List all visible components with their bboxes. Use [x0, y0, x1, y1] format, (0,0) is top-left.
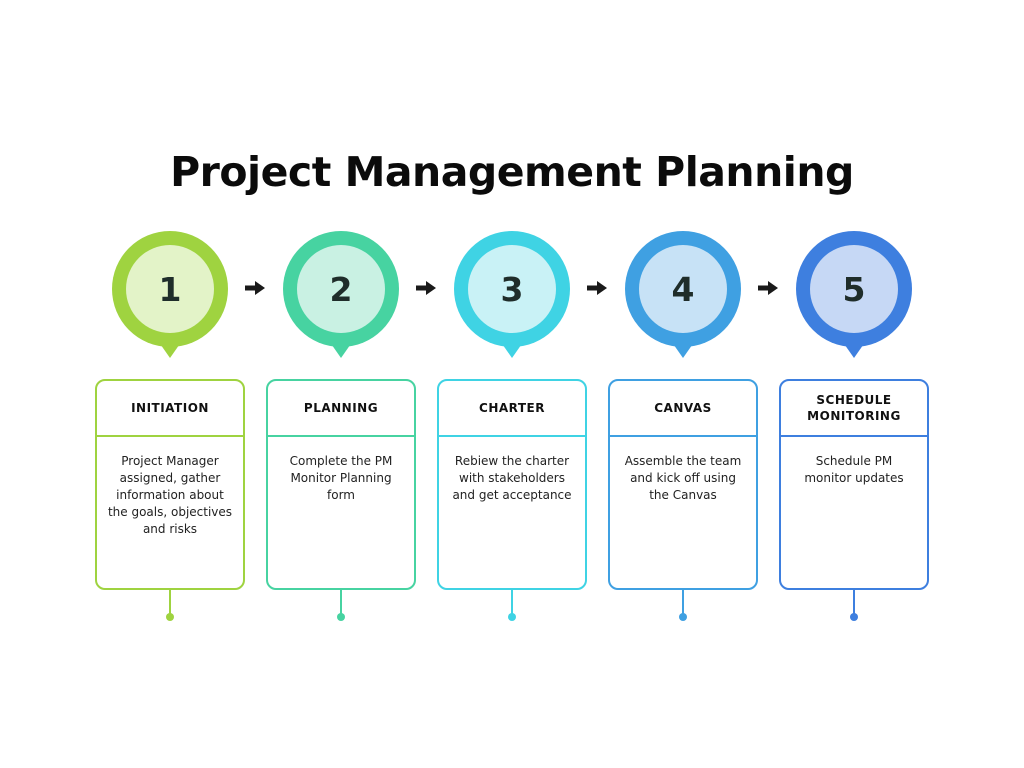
step-3-heading: CHARTER: [439, 381, 585, 437]
step-planning: 2 PLANNING Complete the PM Monitor Plann…: [266, 0, 416, 768]
step-charter: 3 CHARTER Rebiew the charter with stakeh…: [437, 0, 587, 768]
page-title: Project Management Planning: [170, 148, 854, 196]
step-3-dot: [508, 613, 516, 621]
step-2-dot: [337, 613, 345, 621]
step-1-marker: 1: [112, 231, 228, 347]
step-4-heading: CANVAS: [610, 381, 756, 437]
step-2-stem: [340, 590, 342, 616]
step-5-dot: [850, 613, 858, 621]
step-2-marker-pointer: [327, 338, 355, 358]
step-4-marker-pointer: [669, 338, 697, 358]
step-5-card: SCHEDULE MONITORING Schedule PM monitor …: [779, 379, 929, 590]
step-1-card: INITIATION Project Manager assigned, gat…: [95, 379, 245, 590]
step-1-marker-pointer: [156, 338, 184, 358]
step-4-number: 4: [639, 245, 727, 333]
step-initiation: 1 INITIATION Project Manager assigned, g…: [95, 0, 245, 768]
right-arrow-icon: [758, 281, 778, 295]
step-5-stem: [853, 590, 855, 616]
step-3-description: Rebiew the charter with stakeholders and…: [452, 454, 572, 502]
step-4-description: Assemble the team and kick off using the…: [624, 454, 742, 502]
step-4-card: CANVAS Assemble the team and kick off us…: [608, 379, 758, 590]
step-3-card: CHARTER Rebiew the charter with stakehol…: [437, 379, 587, 590]
step-1-description: Project Manager assigned, gather informa…: [107, 454, 233, 536]
step-1-stem: [169, 590, 171, 616]
step-5-heading: SCHEDULE MONITORING: [781, 381, 927, 437]
step-canvas: 4 CANVAS Assemble the team and kick off …: [608, 0, 758, 768]
step-3-marker-pointer: [498, 338, 526, 358]
step-2-description: Complete the PM Monitor Planning form: [289, 454, 393, 502]
step-schedule-monitoring: 5 SCHEDULE MONITORING Schedule PM monito…: [779, 0, 929, 768]
step-2-number: 2: [297, 245, 385, 333]
step-4-stem: [682, 590, 684, 616]
step-5-number: 5: [810, 245, 898, 333]
step-3-stem: [511, 590, 513, 616]
step-4-dot: [679, 613, 687, 621]
right-arrow-icon: [245, 281, 265, 295]
step-1-number: 1: [126, 245, 214, 333]
step-5-marker-pointer: [840, 338, 868, 358]
step-2-heading: PLANNING: [268, 381, 414, 437]
step-1-dot: [166, 613, 174, 621]
right-arrow-icon: [587, 281, 607, 295]
right-arrow-icon: [416, 281, 436, 295]
step-2-card: PLANNING Complete the PM Monitor Plannin…: [266, 379, 416, 590]
step-3-number: 3: [468, 245, 556, 333]
step-4-marker: 4: [625, 231, 741, 347]
step-2-marker: 2: [283, 231, 399, 347]
step-3-marker: 3: [454, 231, 570, 347]
step-5-marker: 5: [796, 231, 912, 347]
step-5-description: Schedule PM monitor updates: [804, 454, 904, 485]
step-1-heading: INITIATION: [97, 381, 243, 437]
